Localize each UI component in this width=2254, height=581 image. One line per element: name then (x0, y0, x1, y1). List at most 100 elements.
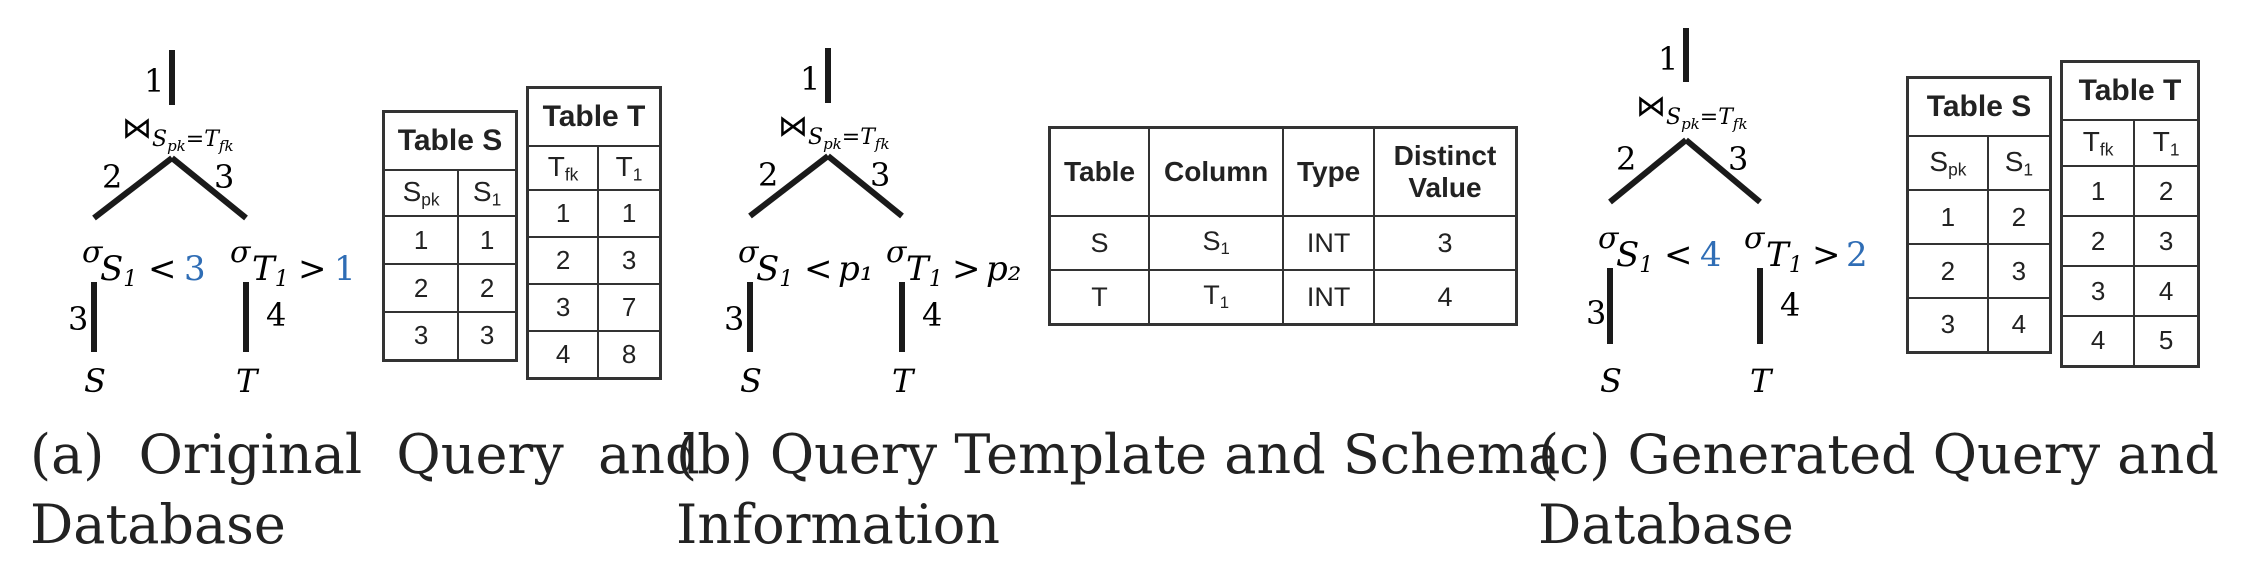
table-cell: 5 (2133, 315, 2200, 367)
right-select-value: p₂ (986, 249, 1021, 289)
left-branch (1608, 137, 1688, 205)
left-branch (748, 153, 830, 219)
table-title: Table S (382, 110, 518, 171)
join-symbol: ⋈ (778, 109, 808, 144)
right-edge-label: 3 (214, 158, 234, 196)
table-cell: 2 (382, 263, 460, 313)
table-cell: 1 (526, 189, 600, 238)
table-cell: 1 (597, 189, 662, 238)
right-branch (826, 153, 904, 219)
right-select-attr: T1 (906, 249, 943, 292)
right-select-value: 2 (1846, 235, 1868, 275)
left-edge-label: 2 (102, 158, 122, 196)
table-cell: 8 (597, 330, 662, 379)
right-select-value: 1 (334, 249, 356, 289)
right-select-op: > (952, 249, 981, 289)
caption-line2: Database (30, 493, 286, 556)
caption-b: (b) Query Template and Schema Informatio… (676, 420, 1560, 560)
schema-table: Table Column Type Distinct Value S S1 IN… (1048, 126, 1518, 326)
table-cell: 3 (457, 311, 518, 361)
join-condition: Spk=Tfk (808, 125, 890, 153)
left-leaf-relation: S (1600, 362, 1622, 400)
left-select-attr: S1 (756, 249, 793, 292)
join-condition: Spk=Tfk (1666, 105, 1748, 133)
left-leaf-edge-label: 3 (1586, 294, 1606, 332)
table-cell: T (1048, 269, 1151, 326)
left-select-op: < (804, 249, 833, 289)
table-cell: 2 (526, 236, 600, 285)
right-leaf-edge-label: 4 (266, 296, 286, 334)
left-select-value: 3 (184, 249, 206, 289)
table-cell: 1 (2060, 165, 2136, 217)
root-edge-label: 1 (800, 60, 820, 98)
caption-line1: (b) Query Template and Schema (676, 423, 1561, 486)
left-select-sigma: σ (1598, 221, 1620, 256)
right-branch (170, 155, 248, 221)
table-cell: 2 (2133, 165, 2200, 217)
table-cell: 3 (1373, 215, 1518, 271)
table-cell: 4 (1986, 297, 2052, 353)
query-tree-a: 1 ⋈ Spk=Tfk 2 3 σ S1 < 3 σ T1 > 1 3 4 S … (68, 50, 356, 400)
table-cell: 3 (1906, 297, 1989, 353)
right-leaf-relation: T (236, 362, 260, 400)
table-cell: 3 (2133, 215, 2200, 267)
table-row: S S1 INT 3 (1048, 215, 1518, 271)
left-select-op: < (148, 249, 177, 289)
right-leaf-relation: T (1750, 362, 1774, 400)
panel-a: 1 ⋈ Spk=Tfk 2 3 σ S1 < 3 σ T1 > 1 3 4 S … (0, 0, 700, 581)
left-select-sigma: σ (82, 235, 104, 270)
table-cell: S (1048, 215, 1151, 271)
table-cell: 1 (382, 215, 460, 265)
left-select-attr: S1 (100, 249, 137, 292)
left-select-attr: S1 (1616, 235, 1653, 278)
right-edge-label: 3 (870, 156, 890, 194)
column-header: T1 (597, 145, 662, 191)
caption-line2: Information (676, 493, 1001, 556)
column-header: Spk (1906, 135, 1989, 191)
query-tree-c: 1 ⋈ Spk=Tfk 2 3 σ S1 < 4 σ T1 > 2 3 4 S … (1586, 28, 1868, 400)
column-header: Type (1282, 126, 1375, 217)
root-edge-label: 1 (144, 62, 164, 100)
column-header: S1 (1986, 135, 2052, 191)
table-row: T T1 INT 4 (1048, 269, 1518, 326)
table-cell: INT (1282, 215, 1375, 271)
column-header: Column (1148, 126, 1285, 217)
table-cell: T1 (1148, 269, 1285, 326)
column-header: Table (1048, 126, 1151, 217)
column-header: S1 (457, 169, 518, 217)
table-cell: 3 (2060, 265, 2136, 317)
left-leaf-edge-label: 3 (68, 300, 88, 338)
right-select-sigma: σ (1744, 221, 1766, 256)
left-select-value: p₁ (838, 249, 873, 289)
table-cell: 1 (457, 215, 518, 265)
root-edge-label: 1 (1658, 40, 1678, 78)
column-header: T1 (2133, 119, 2200, 167)
right-select-op: > (1812, 235, 1841, 275)
right-select-attr: T1 (1766, 235, 1803, 278)
table-cell: 3 (382, 311, 460, 361)
caption-a: (a) Original Query and Database (30, 420, 700, 560)
right-select-op: > (298, 249, 327, 289)
left-edge-label: 2 (1616, 140, 1636, 178)
left-leaf-relation: S (740, 362, 762, 400)
table-cell: 4 (2060, 315, 2136, 367)
left-select-value: 4 (1700, 235, 1722, 275)
left-select-sigma: σ (738, 235, 760, 270)
table-cell: 1 (1906, 189, 1989, 245)
caption-line1: (c) Generated Query and (1538, 423, 2219, 486)
column-header: Tfk (526, 145, 600, 191)
column-header: Spk (382, 169, 460, 217)
join-symbol: ⋈ (1636, 89, 1666, 124)
table-cell: 4 (2133, 265, 2200, 317)
join-condition: Spk=Tfk (152, 127, 234, 155)
caption-line2: Database (1538, 493, 1794, 556)
left-edge-label: 2 (758, 156, 778, 194)
left-branch (92, 155, 174, 221)
right-edge-label: 3 (1728, 140, 1748, 178)
table-cell: 3 (1986, 243, 2052, 299)
column-header: Distinct Value (1373, 126, 1518, 217)
table-cell: 2 (1906, 243, 1989, 299)
